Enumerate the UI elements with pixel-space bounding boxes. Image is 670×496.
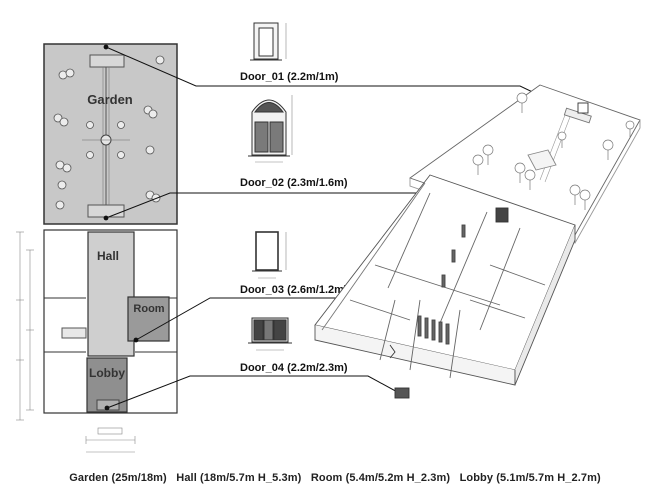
leader-door-04	[106, 375, 402, 409]
axo-building-side	[514, 225, 576, 386]
axo-door-01	[577, 102, 589, 114]
axo-garden-trees	[472, 92, 635, 210]
room-label: Room	[133, 303, 164, 315]
axo-colonnade	[417, 224, 466, 345]
door-03-drawing	[252, 231, 287, 279]
door-01-drawing	[250, 22, 287, 61]
door-01-label: Door_01 (2.2m/1m)	[240, 71, 339, 83]
lobby-label: Lobby	[89, 366, 125, 380]
hall-area	[87, 231, 135, 357]
side-stair	[61, 327, 87, 339]
floor-plan	[16, 43, 178, 453]
caption-garden: Garden (25m/18m)	[69, 472, 167, 484]
door-04-label: Door_04 (2.2m/2.3m)	[240, 362, 348, 374]
dimension-caption: Garden (25m/18m) Hall (18m/5.7m H_5.3m) …	[0, 472, 670, 484]
garden-top-bench	[89, 54, 125, 68]
garden-label: Garden	[87, 92, 133, 107]
caption-lobby: Lobby (5.1m/5.7m H_2.7m)	[459, 472, 601, 484]
door-03-label: Door_03 (2.6m/1.2m)	[240, 284, 348, 296]
axo-door-04	[394, 387, 410, 399]
axonometric-view	[314, 84, 641, 399]
room-area	[127, 296, 170, 342]
hall-label: Hall	[97, 249, 119, 263]
dimension-lines-left	[16, 231, 34, 421]
garden-trees	[53, 55, 165, 210]
door-02-label: Door_02 (2.3m/1.6m)	[240, 177, 348, 189]
caption-room: Room (5.4m/5.2m H_2.3m)	[310, 472, 451, 484]
garden-bottom-bench	[87, 204, 125, 218]
door-04-drawing	[248, 317, 292, 351]
axo-door-02	[495, 207, 509, 223]
dimension-lines-bottom	[85, 427, 136, 453]
door-02-drawing	[248, 95, 293, 163]
caption-hall: Hall (18m/5.7m H_5.3m)	[176, 472, 302, 484]
